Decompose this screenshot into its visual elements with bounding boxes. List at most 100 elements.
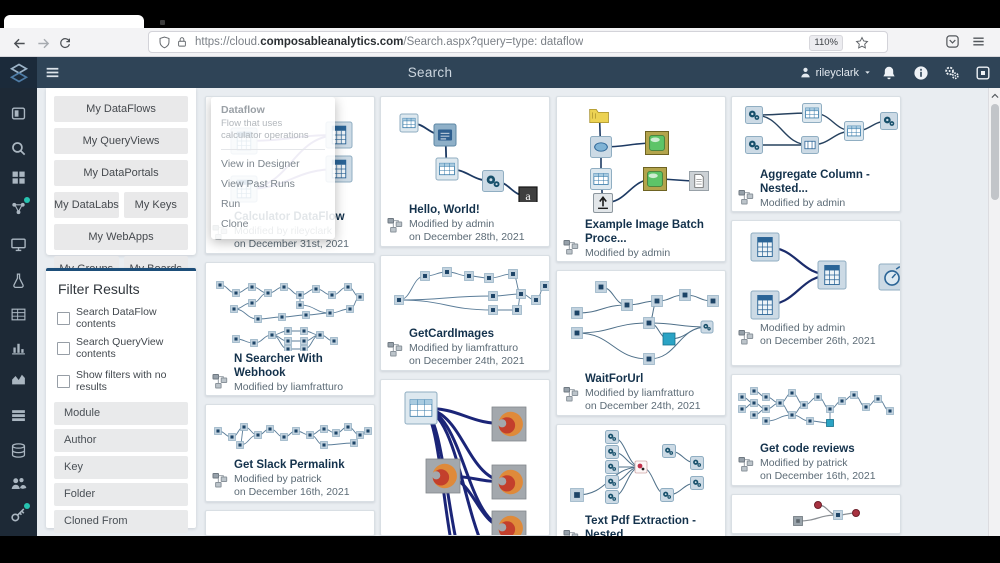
card-modified: Modified by admin	[409, 218, 495, 230]
rail-bar-chart-icon[interactable]	[10, 339, 27, 356]
dataflow-preview	[793, 501, 860, 526]
apps-icon[interactable]	[975, 65, 991, 81]
menu-item-clone[interactable]: Clone	[221, 217, 249, 230]
card-title: Aggregate Column - Nested...	[760, 169, 870, 195]
username: rileyclark	[815, 66, 859, 79]
card-title: Get Slack Permalink	[234, 459, 345, 471]
browser-menu-icon[interactable]	[971, 34, 986, 49]
card-date: on December 24th, 2021	[234, 394, 366, 395]
composable-logo[interactable]	[0, 57, 37, 88]
card-modified: Modified by admin	[760, 197, 846, 209]
user-menu[interactable]: rileyclark	[799, 57, 872, 88]
browser-reload-button[interactable]	[54, 32, 76, 54]
filter-category-module[interactable]: Module	[54, 402, 188, 425]
filter-checkbox-search-dataflow-contents[interactable]: Search DataFlow contents	[57, 306, 185, 330]
svg-text:a: a	[525, 189, 531, 202]
cogs-icon[interactable]	[944, 65, 960, 81]
rail-users-icon[interactable]	[10, 475, 27, 492]
menu-item-view-in-designer[interactable]: View in Designer	[221, 157, 300, 170]
rail-rows-icon[interactable]	[10, 407, 27, 424]
card-meta: Example Image Batch Proce...Modified by …	[557, 217, 725, 261]
card-date: on December 26th, 2021	[760, 335, 876, 347]
dataflow-preview: a	[399, 113, 538, 202]
filter-category-author[interactable]: Author	[54, 429, 188, 452]
rail-designer-icon[interactable]	[10, 197, 30, 217]
filter-checkbox-search-queryview-contents[interactable]: Search QueryView contents	[57, 336, 185, 360]
page-title: Search	[407, 65, 453, 80]
rail-flask-icon[interactable]	[10, 272, 27, 289]
rail-grid-icon[interactable]	[10, 169, 27, 186]
info-icon[interactable]	[913, 65, 929, 81]
card-partial-card-bottom-left[interactable]	[205, 510, 375, 536]
chevron-up-icon[interactable]	[990, 90, 1000, 102]
card-text-pdf-extraction[interactable]: Text Pdf Extraction - Nested...Modified …	[556, 424, 726, 536]
checkbox-label: Show filters with no results	[76, 369, 167, 393]
rail-search-icon[interactable]	[10, 140, 27, 157]
zoom-level-badge[interactable]: 110%	[809, 35, 843, 51]
nav-button-my-webapps[interactable]: My WebApps	[54, 224, 188, 250]
card-date: on December 28th, 2021	[760, 210, 892, 211]
dataflow-type-icon	[212, 461, 228, 499]
card-calculator-dataflow[interactable]: Calculator DataFlowModified by rileyclar…	[205, 96, 375, 254]
dataflow-preview	[394, 267, 549, 315]
card-aggregate-column-nested[interactable]: Aggregate Column - Nested... Modified by …	[731, 96, 901, 212]
checkbox[interactable]	[57, 311, 70, 325]
nav-button-my-keys[interactable]: My Keys	[123, 192, 188, 218]
checkbox[interactable]	[57, 374, 70, 388]
browser-forward-button[interactable]	[32, 32, 54, 54]
scrollbar-thumb[interactable]	[991, 104, 999, 200]
nav-button-my-dataportals[interactable]: My DataPortals	[54, 160, 188, 186]
rail-panel-icon[interactable]	[10, 105, 27, 122]
card-modified: Modified by liamfratturo	[234, 381, 344, 393]
person-icon	[799, 66, 812, 79]
star-bookmark-icon[interactable]	[855, 36, 869, 50]
menu-item-view-past-runs[interactable]: View Past Runs	[221, 177, 295, 190]
card-modified: Modified by liamfratturo	[409, 342, 519, 354]
filter-checkbox-show-filters-with-no-results[interactable]: Show filters with no results	[57, 369, 185, 393]
rail-monitor-icon[interactable]	[10, 236, 27, 253]
rail-key-icon[interactable]	[10, 503, 30, 523]
filter-category-key[interactable]: Key	[54, 456, 188, 479]
checkbox-label: Search QueryView contents	[76, 336, 164, 360]
url-bar[interactable]: https://cloud.composableanalytics.com/Se…	[148, 31, 888, 53]
filter-category-folder[interactable]: Folder	[54, 483, 188, 506]
dataflow-type-icon	[738, 445, 754, 483]
divider	[221, 148, 325, 150]
bell-icon[interactable]	[881, 65, 897, 81]
rail-area-chart-icon[interactable]	[10, 370, 27, 387]
rail-table-icon[interactable]	[10, 306, 27, 323]
rail-database-icon[interactable]	[10, 442, 27, 459]
pocket-icon[interactable]	[945, 34, 960, 49]
card-image-grid-dataflow[interactable]	[380, 379, 550, 536]
checkbox-label: Search DataFlow contents	[76, 306, 157, 330]
filter-category-cloned-from[interactable]: Cloned From	[54, 510, 188, 533]
dataflow-preview	[404, 391, 527, 535]
nav-button-my-dataflows[interactable]: My DataFlows	[54, 96, 188, 122]
dataflow-preview	[750, 232, 900, 320]
shield-icon[interactable]	[158, 36, 171, 49]
checkbox[interactable]	[57, 341, 70, 355]
card-partial-card-bottom-right[interactable]	[731, 494, 901, 534]
card-example-image-batch[interactable]: Example Image Batch Proce...Modified by …	[556, 96, 726, 262]
app-top-bar: Search rileyclark	[0, 57, 1000, 88]
browser-back-button[interactable]	[8, 32, 30, 54]
menu-item-run[interactable]: Run	[221, 197, 241, 210]
browser-active-tab[interactable]	[4, 15, 144, 28]
browser-tab-favicon	[160, 20, 165, 25]
dataflow-preview	[571, 281, 719, 365]
hamburger-menu-icon[interactable]	[44, 64, 61, 81]
nav-button-my-queryviews[interactable]: My QueryViews	[54, 128, 188, 154]
nav-button-my-datalabs[interactable]: My DataLabs	[54, 192, 119, 218]
page-scrollbar[interactable]	[988, 88, 1000, 536]
card-date: on December 28th, 2021	[409, 231, 525, 243]
